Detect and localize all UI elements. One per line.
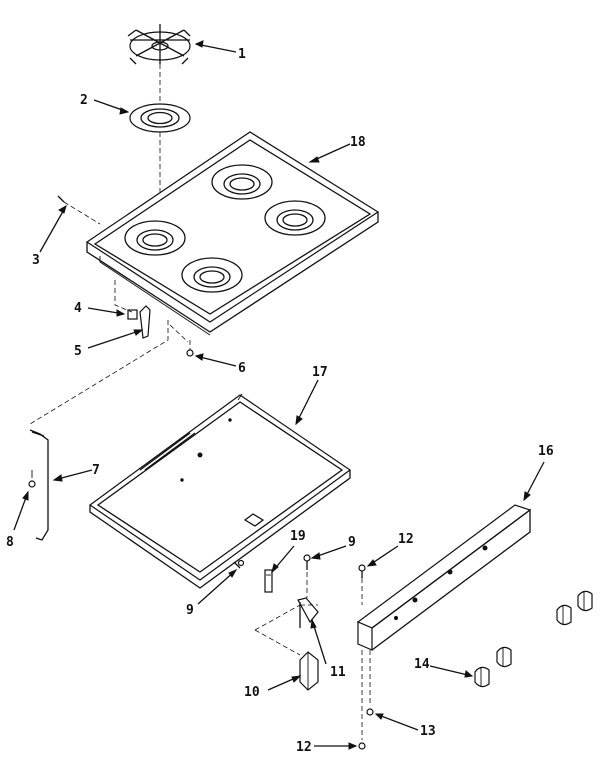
callout-3: 3: [32, 253, 40, 268]
support-rod-part: [29, 429, 49, 541]
callout-6: 6: [238, 361, 246, 376]
knob-part-14: [556, 604, 572, 626]
knob-part-14: [474, 666, 490, 688]
burner-grate-part: [127, 24, 191, 65]
callout-8: 8: [6, 535, 14, 550]
callout-17: 17: [312, 365, 328, 380]
block-part-10: [299, 651, 319, 691]
screw-part-9: [233, 559, 245, 569]
knob-part-14: [496, 646, 512, 668]
screw-part-3: [57, 195, 101, 225]
burner-opening: [124, 220, 186, 256]
knob-part-14: [577, 590, 593, 612]
callout-4: 4: [74, 301, 82, 316]
burner-opening: [264, 200, 326, 236]
callout-14: 14: [414, 657, 430, 672]
clip-part-4: [114, 280, 138, 320]
burner-opening: [211, 164, 273, 200]
cooktop-part: [85, 131, 380, 336]
screw-part-13: [366, 650, 374, 716]
bracket-part-11: [297, 597, 319, 628]
screw-part-9-second: [303, 554, 311, 570]
callout-16: 16: [538, 444, 554, 459]
screw-part-8: [28, 470, 36, 488]
callout-12b: 12: [296, 740, 312, 755]
callout-12a: 12: [398, 532, 414, 547]
assembly-line-bracket: [254, 604, 318, 656]
callout-10: 10: [244, 685, 260, 700]
callout-9a: 9: [186, 603, 194, 618]
assembly-line-rod: [29, 320, 169, 425]
screw-part-6: [169, 324, 194, 357]
callout-13: 13: [420, 724, 436, 739]
burner-box-part: [88, 393, 352, 589]
bracket-part-19: [264, 569, 273, 593]
callout-9b: 9: [348, 535, 356, 550]
callout-11: 11: [330, 665, 346, 680]
callout-1: 1: [238, 47, 246, 62]
burner-opening: [181, 257, 243, 293]
bracket-part-5: [139, 305, 151, 339]
callout-18: 18: [350, 135, 366, 150]
callout-19: 19: [290, 529, 306, 544]
screw-part-12-top: [358, 564, 366, 605]
callout-5: 5: [74, 344, 82, 359]
leader-lines: [13, 40, 545, 750]
callout-7: 7: [92, 463, 100, 478]
manifold-panel-part: [356, 504, 532, 651]
burner-ring-part: [129, 103, 191, 133]
callout-2: 2: [80, 93, 88, 108]
screw-part-12-bottom: [358, 650, 366, 750]
